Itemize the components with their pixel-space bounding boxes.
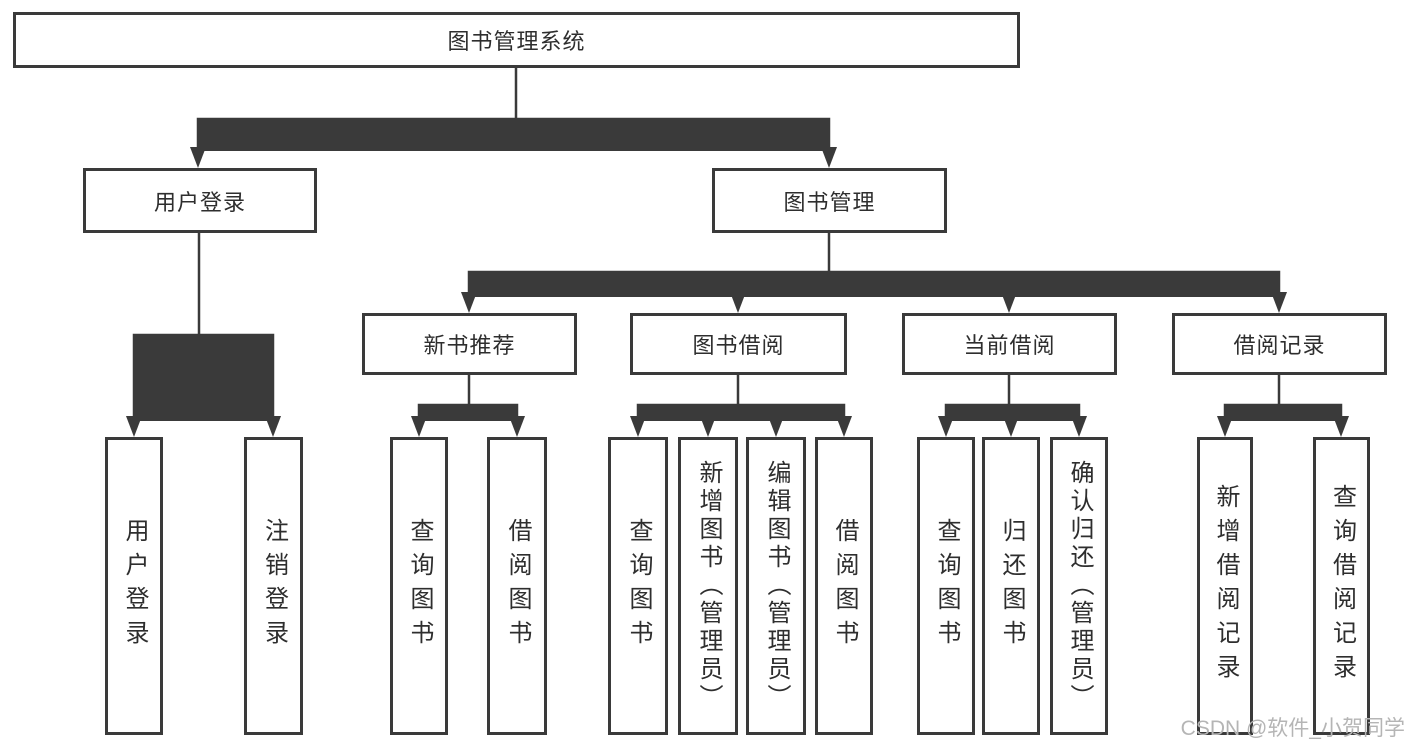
node-new-book-recommend: 新书推荐 <box>362 313 577 375</box>
leaf-query-book-current: 查询图书 <box>917 437 975 735</box>
node-label: 查询图书 <box>406 518 433 654</box>
node-current-borrow: 当前借阅 <box>902 313 1117 375</box>
node-label: 归还图书 <box>998 518 1025 654</box>
node-label: 图书借阅 <box>692 333 785 358</box>
connector-records <box>1223 375 1343 421</box>
node-label: 新增借阅记录 <box>1212 484 1239 688</box>
leaf-return-book: 归还图书 <box>982 437 1040 735</box>
node-label: 用户登录 <box>153 189 246 215</box>
connector-new-book <box>417 375 519 421</box>
node-label: 借阅图书 <box>831 518 858 654</box>
leaf-borrow-book-recommend: 借阅图书 <box>487 437 547 735</box>
leaf-borrow-book: 借阅图书 <box>815 437 873 735</box>
node-label: 用户登录 <box>121 518 148 654</box>
node-label: 新增图书（管理员） <box>695 460 722 712</box>
connector-book-management <box>467 233 1281 297</box>
node-label: 新书推荐 <box>423 333 516 358</box>
connector-borrow <box>636 375 846 421</box>
node-label: 查询图书 <box>933 518 960 654</box>
leaf-confirm-return-admin: 确认归还（管理员） <box>1050 437 1108 735</box>
node-label: 借阅记录 <box>1233 333 1326 358</box>
leaf-edit-book-admin: 编辑图书（管理员） <box>746 437 806 735</box>
leaf-user-login: 用户登录 <box>105 437 163 735</box>
leaf-add-borrow-record: 新增借阅记录 <box>1197 437 1253 735</box>
connector-current <box>944 375 1081 421</box>
node-label: 当前借阅 <box>963 333 1056 358</box>
connector-user-login <box>132 233 275 421</box>
arrowheads <box>126 147 1349 437</box>
node-user-login: 用户登录 <box>83 168 317 233</box>
leaf-query-book-borrow: 查询图书 <box>608 437 668 735</box>
connector-root <box>196 68 831 151</box>
leaf-query-borrow-record: 查询借阅记录 <box>1313 437 1370 735</box>
node-label: 编辑图书（管理员） <box>763 460 790 712</box>
node-label: 查询借阅记录 <box>1328 484 1356 688</box>
node-label: 借阅图书 <box>504 518 531 654</box>
leaf-logout: 注销登录 <box>244 437 303 735</box>
node-label: 查询图书 <box>625 518 652 654</box>
node-book-management: 图书管理 <box>712 168 947 233</box>
node-borrow-records: 借阅记录 <box>1172 313 1387 375</box>
leaf-query-book-recommend: 查询图书 <box>390 437 448 735</box>
node-label: 确认归还（管理员） <box>1066 460 1093 712</box>
node-label: 图书管理 <box>783 189 876 215</box>
node-library-system-root: 图书管理系统 <box>13 12 1020 68</box>
watermark: CSDN @软件_小贺同学 <box>1180 717 1405 740</box>
node-label: 注销登录 <box>260 518 288 654</box>
node-book-borrow: 图书借阅 <box>630 313 847 375</box>
node-label: 图书管理系统 <box>447 29 586 54</box>
leaf-add-book-admin: 新增图书（管理员） <box>678 437 738 735</box>
